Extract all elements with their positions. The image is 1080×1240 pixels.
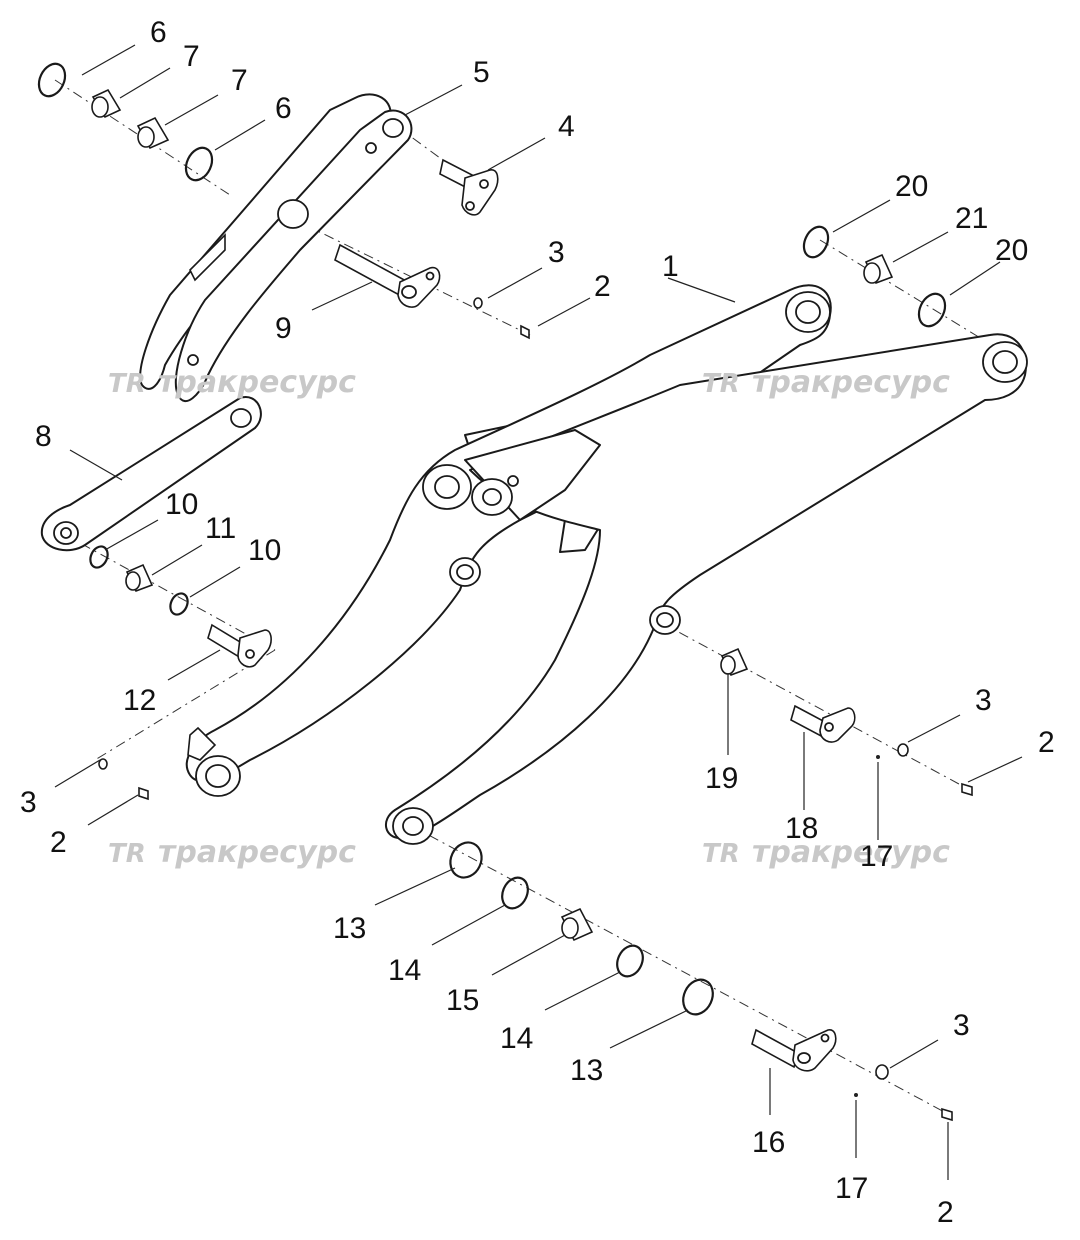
watermark-bottom-left: TR тракресурс [108,835,356,870]
washers-screws [98,297,973,1122]
callout-16: 16 [752,1126,785,1159]
callout-17: 17 [835,1172,868,1205]
callout-9: 9 [275,312,292,345]
callout-19: 19 [705,762,738,795]
callout-2: 2 [937,1196,954,1229]
callout-2: 2 [50,826,67,859]
watermark-text: тракресурс [158,835,356,870]
callout-2: 2 [1038,726,1055,759]
callout-6: 6 [275,92,292,125]
callout-5: 5 [473,56,490,89]
watermark-logo: TR [702,839,740,869]
callout-labels: 6 7 7 6 5 4 3 2 9 1 20 21 20 8 10 11 10 … [20,16,1055,1229]
bellcrank-part-5 [139,93,413,403]
callout-4: 4 [558,110,575,143]
callout-20: 20 [895,170,928,203]
callout-3: 3 [548,236,565,269]
watermark-text: тракресурс [158,365,356,400]
callout-20: 20 [995,234,1028,267]
pin-part-9 [334,243,441,308]
bushings [91,88,894,942]
callout-7: 7 [231,64,248,97]
axis-lines [54,79,1001,1116]
callout-14: 14 [500,1022,533,1055]
callout-8: 8 [35,420,52,453]
lift-arm-part-1 [185,284,1028,845]
callout-10: 10 [165,488,198,521]
link-part-8 [40,396,262,552]
watermark-top-right: TR тракресурс [702,365,950,400]
callout-3: 3 [20,786,37,819]
rings [37,62,947,1016]
watermark-top-left: TR тракресурс [108,365,356,400]
callout-15: 15 [446,984,479,1017]
callout-3: 3 [953,1009,970,1042]
callout-12: 12 [123,684,156,717]
callout-21: 21 [955,202,988,235]
watermark-logo: TR [108,369,146,399]
watermark-bottom-right: TR тракресурс [702,835,950,870]
watermark-text: тракресурс [752,365,950,400]
pin-part-16 [751,1028,837,1072]
pin-part-12 [207,623,272,668]
watermark-logo: TR [108,839,146,869]
callout-18: 18 [785,812,818,845]
callout-3: 3 [975,684,992,717]
callout-10: 10 [248,534,281,567]
callout-13: 13 [333,912,366,945]
watermark-text: тракресурс [752,835,950,870]
callout-2: 2 [594,270,611,303]
callout-6: 6 [150,16,167,49]
callout-17: 17 [860,840,893,873]
pin-part-4 [439,158,499,216]
callout-11: 11 [205,512,236,545]
callout-1: 1 [662,250,679,283]
watermark-logo: TR [702,369,740,399]
callout-7: 7 [183,40,200,73]
callout-14: 14 [388,954,421,987]
pin-part-18 [790,704,856,743]
leader-lines [54,44,1023,1180]
callout-13: 13 [570,1054,603,1087]
